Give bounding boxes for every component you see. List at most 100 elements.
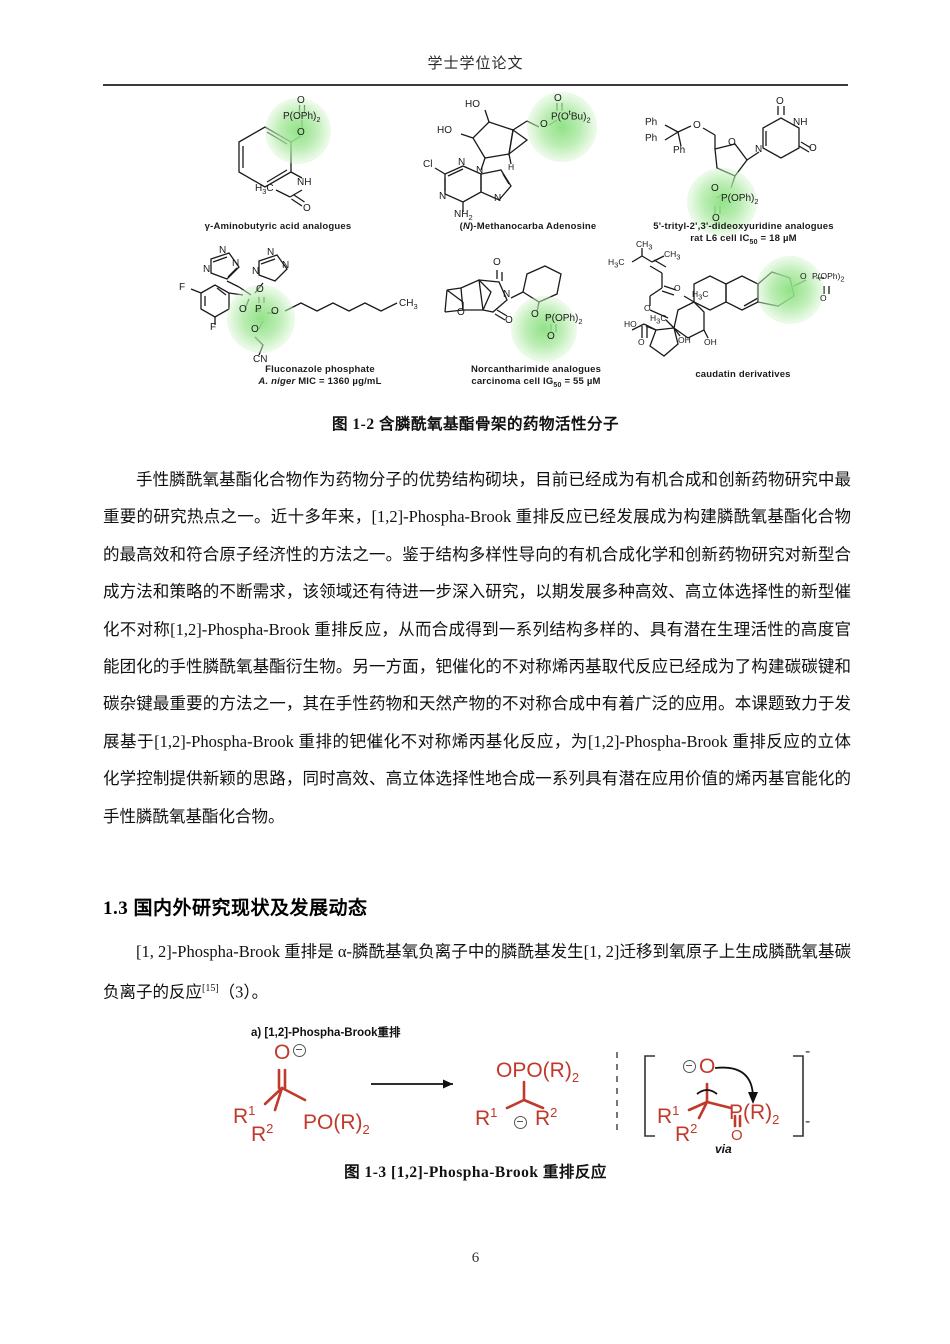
label-o-right: O (271, 306, 279, 317)
via-label: via (715, 1142, 732, 1156)
label-f-ortho: F (210, 322, 217, 333)
caption-dideoxyuridine: 5'-trityl-2',3'-dideoxyuridine analogues… (653, 221, 834, 246)
label-triazole-n-2: N (219, 245, 227, 256)
intermediate-r2: R2 (675, 1121, 698, 1146)
scheme-bonds (263, 1052, 804, 1137)
structure-methanocarba-adenosine: HO HO O P(OtBu)2 O H Cl N N N N NH2 (423, 92, 643, 231)
label-o-trityl: O (693, 120, 701, 131)
label-ph-3: Ph (673, 145, 686, 156)
label-oh-b: OH (704, 337, 717, 347)
label-ho-left: HO (437, 125, 452, 136)
structure-trityl-dideoxyuridine: Ph Ph Ph O O N NH O O O P(OPh)2 O (633, 96, 858, 236)
label-cl: Cl (423, 159, 433, 170)
label-p-ophenyl: P(OPh)2 (545, 313, 583, 326)
bracket-charge-top: - (805, 1043, 811, 1060)
label-nh-uracil: NH (793, 117, 808, 128)
label-h3c: H3C (255, 183, 274, 196)
figure-1-2-caption: 图 1-2 含膦酰氧基酯骨架的药物活性分子 (332, 416, 619, 433)
caption-gaba: γ-Aminobutyric acid analogues (204, 221, 352, 232)
label-p-ophenyl: P(OPh)2 (283, 111, 321, 124)
label-o-carbonyl: O (674, 283, 681, 293)
label-o-ester: O (297, 127, 305, 138)
label-ch3-a: CH3 (636, 239, 653, 252)
label-triazole-n-1: N (203, 264, 211, 275)
paragraph-definition: [1, 2]-Phospha-Brook 重排是 α-膦酰基氧负离子中的膦酰基发… (103, 933, 851, 1011)
label-ph-1: Ph (645, 117, 658, 128)
reactant-r2: R2 (251, 1121, 274, 1146)
phosphate-highlight-glow (756, 256, 824, 324)
label-f-para: F (179, 282, 186, 293)
figure-1-3-scheme: a) [1,2]-Phospha-Brook重排 (103, 1018, 848, 1158)
label-o-phosphoester: O (711, 183, 719, 194)
header-rule (103, 84, 848, 86)
label-o-left: O (239, 304, 247, 315)
label-o-imide-top: O (493, 257, 501, 268)
product-phosphate: OPO(R)2 (496, 1059, 580, 1086)
label-o-double: O (256, 284, 264, 295)
negative-charge-icon (293, 1044, 306, 1057)
label-o-acetyl: O (638, 337, 645, 347)
label-p-center: P (255, 304, 262, 315)
caption-methanocarba: (N)-Methanocarba Adenosine (459, 221, 597, 232)
label-triazole2-n-2: N (267, 247, 275, 258)
label-n1-uracil: N (755, 144, 763, 155)
label-nh2: NH2 (454, 209, 473, 222)
structure-caudatin: CH3 CH3 H3C O O H3C H3C HO OH OH O O P(O… (608, 240, 858, 374)
caption-norcantharimide: Norcantharimide analogues carcinoma cell… (470, 364, 602, 389)
figure-1-3-caption: 图 1-3 [1,2]-Phospha-Brook 重排反应 (344, 1164, 607, 1181)
citation-ref-15: [15] (202, 983, 219, 995)
figure-1-2: O P(OPh)2 O NH H3C O γ-Aminobutyric acid… (103, 92, 848, 396)
phosphate-highlight-glow (687, 168, 757, 236)
carbanion-charge-icon (514, 1116, 527, 1129)
label-ho: HO (624, 319, 637, 329)
paragraph-intro: 手性膦酰氧基酯化合物作为药物分子的优势结构砌块，目前已经成为有机合成和创新药物研… (103, 461, 851, 835)
label-h3c-a: H3C (608, 257, 625, 270)
intermediate-r1: R1 (657, 1103, 680, 1128)
intermediate-negative-charge-icon (683, 1060, 696, 1073)
label-o-sugar: O (728, 137, 736, 148)
label-n7: N (494, 193, 502, 204)
paragraph-intro-text: 手性膦酰氧基酯化合物作为药物分子的优势结构砌块，目前已经成为有机合成和创新药物研… (103, 470, 851, 826)
paragraph-definition-text: [1, 2]-Phospha-Brook 重排是 α-膦酰基氧负离子中的膦酰基发… (103, 933, 851, 1011)
label-p-ophenyl: P(OPh)2 (812, 271, 845, 284)
reactant-r1: R1 (233, 1103, 256, 1128)
label-oh-a: OH (678, 335, 691, 345)
label-ch3-terminal: CH3 (399, 298, 418, 311)
bracket-charge-bottom: - (805, 1113, 811, 1130)
caption-caudatin: caudatin derivatives (695, 369, 791, 380)
label-carbonyl-o: O (303, 203, 311, 214)
label-n9: N (476, 165, 484, 176)
label-p-double-o: O (712, 213, 720, 224)
intermediate-p-double-o: O (731, 1127, 743, 1144)
label-h3c-18: H3C (692, 289, 709, 302)
intermediate-oxygen: O (699, 1055, 716, 1078)
label-o-uracil-2: O (776, 96, 784, 107)
running-header: 学士学位论文 (427, 56, 524, 72)
label-o-bridge: O (457, 307, 465, 318)
phosphate-highlight-glow (265, 98, 331, 164)
curly-arrow-c-p (696, 1089, 718, 1095)
label-p-double-o: O (554, 93, 562, 104)
label-o-ester: O (644, 303, 651, 313)
label-n3: N (439, 191, 447, 202)
label-p-otbu: P(OtBu)2 (551, 108, 591, 125)
label-triazole-n-3: N (232, 258, 240, 269)
label-cn: CN (253, 354, 268, 365)
label-ph-2: Ph (645, 133, 658, 144)
label-o-down: O (251, 324, 259, 335)
label-o-bridge: O (540, 119, 548, 130)
phosphate-highlight-glow (511, 296, 577, 362)
label-h3c-19: H3C (650, 313, 667, 326)
label-p-ophenyl: P(OPh)2 (721, 193, 759, 206)
definition-after: （3）。 (218, 982, 269, 1002)
page-number: 6 (471, 1250, 480, 1266)
label-triazole2-n-3: N (282, 260, 290, 271)
intermediate-brackets (644, 1055, 804, 1137)
intermediate-phosphorus: P(R)2 (729, 1101, 780, 1128)
label-ch3-b: CH3 (664, 249, 681, 262)
reactant-phosphoryl: PO(R)2 (303, 1111, 370, 1138)
definition-before: [1, 2]-Phospha-Brook 重排是 α-膦酰基氧负离子中的膦酰基发… (103, 942, 851, 1002)
scheme-title: a) [1,2]-Phospha-Brook重排 (251, 1027, 401, 1039)
label-o-imide-bottom: O (505, 315, 513, 326)
